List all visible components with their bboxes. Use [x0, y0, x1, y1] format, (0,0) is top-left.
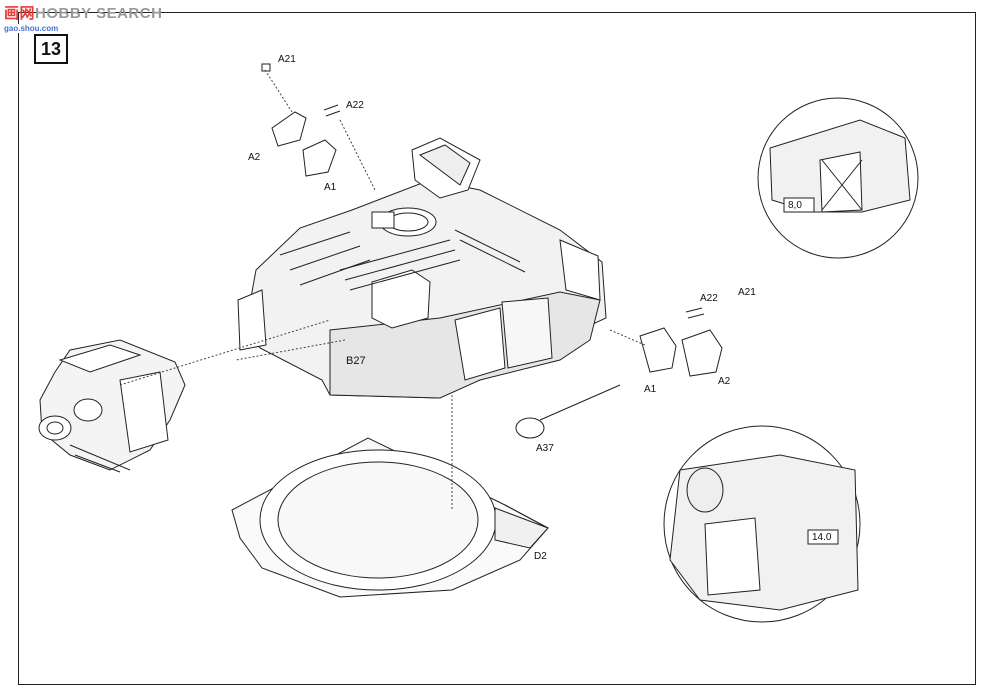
- label-a2-top: A2: [248, 152, 261, 163]
- label-a21-top: A21: [278, 54, 296, 65]
- watermark: 画网HOBBY SEARCH gao.shou.com: [4, 5, 163, 33]
- stowage-box-right: [639, 307, 723, 377]
- detail-bottom-dimension: 14.0: [812, 532, 832, 543]
- antenna-a37: [515, 384, 621, 439]
- turret-body: [237, 137, 607, 399]
- label-d2: D2: [534, 551, 547, 562]
- label-a22-top: A22: [346, 100, 364, 111]
- step-number: 13: [34, 34, 68, 64]
- label-a1-right: A1: [644, 384, 657, 395]
- label-a37: A37: [536, 443, 554, 454]
- label-a21-right: A21: [738, 287, 756, 298]
- turret-ring-plate: [231, 437, 549, 598]
- detail-circle-bottom: [663, 425, 861, 623]
- watermark-url: gao.shou.com: [4, 24, 59, 33]
- detail-top-dimension: 8,0: [788, 200, 802, 211]
- page-frame: [18, 12, 976, 685]
- label-a1-top: A1: [324, 182, 337, 193]
- label-a22-right: A22: [700, 293, 718, 304]
- stowage-box-top: [261, 63, 341, 177]
- detail-circle-top: [757, 97, 919, 259]
- label-a2-right: A2: [718, 376, 731, 387]
- gun-mantlet-assembly: [38, 339, 186, 473]
- label-b27: B27: [346, 355, 366, 367]
